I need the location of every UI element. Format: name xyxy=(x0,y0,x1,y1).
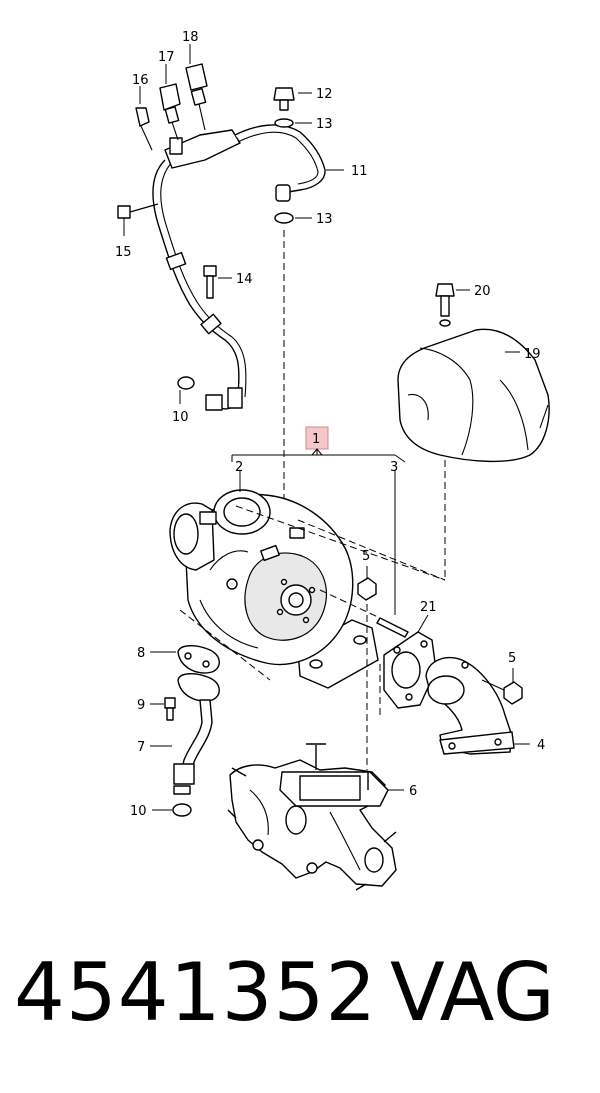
assembly-dashed-frame xyxy=(179,505,446,715)
nut-5-lower xyxy=(481,668,523,705)
callout-5-upper: 5 xyxy=(362,549,370,564)
callout-10-lower: 10 xyxy=(130,804,147,819)
callout-10-upper: 10 xyxy=(172,410,189,425)
turbocharger-exploded-diagram: 1 2 3 4 5 5 6 7 8 9 10 10 11 12 13 13 14… xyxy=(115,30,550,891)
bolt-15 xyxy=(117,203,159,236)
brand-name: VAG xyxy=(390,946,555,1039)
callout-8: 8 xyxy=(137,646,145,661)
callout-16: 16 xyxy=(132,73,149,88)
callout-13-lower: 13 xyxy=(316,212,333,227)
bolt-14 xyxy=(203,265,232,299)
callout-18: 18 xyxy=(182,30,199,45)
callout-7: 7 xyxy=(137,740,145,755)
turbocharger xyxy=(169,470,379,689)
oil-feed-line xyxy=(152,124,326,410)
sensor-fittings xyxy=(135,44,208,151)
banjo-bolt-12 xyxy=(273,87,344,520)
turbo-shield-line xyxy=(297,519,446,581)
callout-4: 4 xyxy=(537,738,545,753)
oil-return-line-7 xyxy=(150,673,220,785)
gasket-8 xyxy=(150,645,220,674)
callout-1: 1 xyxy=(312,432,320,447)
callout-21: 21 xyxy=(420,600,437,615)
callout-9: 9 xyxy=(137,698,145,713)
heat-shield-19 xyxy=(397,319,550,463)
part-number: 4541352 xyxy=(14,946,378,1039)
callout-labels: 1 2 3 4 5 5 6 7 8 9 10 10 11 12 13 13 14… xyxy=(115,30,545,819)
footer: 4541352 VAG xyxy=(0,945,600,1085)
callout-20: 20 xyxy=(474,284,491,299)
callout-3: 3 xyxy=(390,460,398,475)
exhaust-manifold-6 xyxy=(227,743,404,891)
callout-19: 19 xyxy=(524,347,541,362)
clip-10-upper xyxy=(177,376,223,411)
callout-14: 14 xyxy=(236,272,253,287)
callout-15: 15 xyxy=(115,245,132,260)
callout-5-lower: 5 xyxy=(508,651,516,666)
callout-1-bracket xyxy=(231,426,406,463)
nut-5-upper xyxy=(357,566,377,770)
gasket-21 xyxy=(383,614,437,709)
stud-3 xyxy=(319,470,409,638)
callout-11: 11 xyxy=(351,164,368,179)
callout-12: 12 xyxy=(316,87,333,102)
bolt-20 xyxy=(435,283,470,317)
callout-17: 17 xyxy=(158,50,175,65)
callout-2: 2 xyxy=(235,460,243,475)
seal-ring-10-lower xyxy=(152,785,192,817)
exhaust-elbow-4 xyxy=(425,657,530,755)
bolt-9 xyxy=(150,697,176,721)
callout-6: 6 xyxy=(409,784,417,799)
callout-13-upper: 13 xyxy=(316,117,333,132)
